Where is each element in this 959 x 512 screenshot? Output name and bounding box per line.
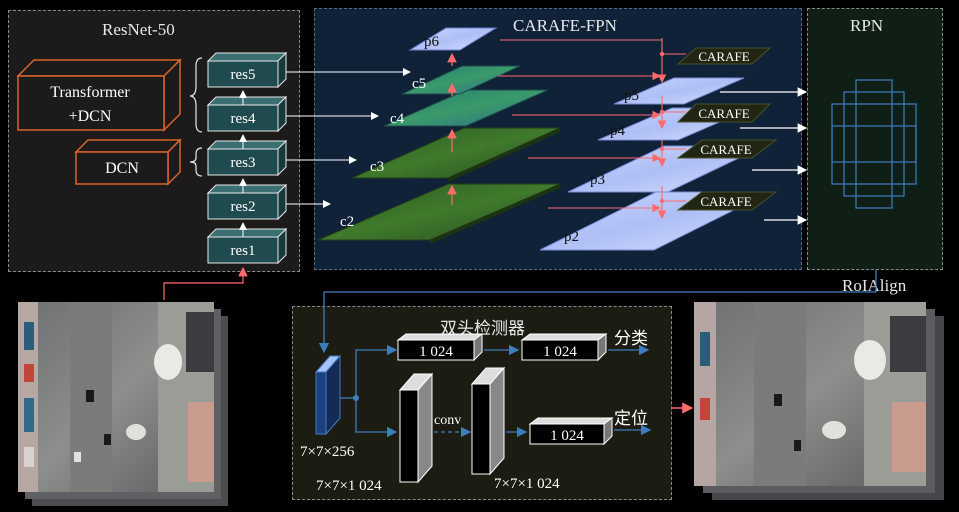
res2-label: res2 xyxy=(231,199,256,215)
brace-upper xyxy=(189,57,203,133)
res1-block: res1 xyxy=(206,227,288,265)
roi-feature-block xyxy=(314,354,342,436)
fpn-title: CARAFE-FPN xyxy=(513,16,617,35)
svg-text:DCN: DCN xyxy=(105,160,139,177)
fc3-box: 1 024 xyxy=(528,417,614,446)
rpn-title: RPN xyxy=(850,16,884,35)
c4-layer: c4 xyxy=(383,89,549,127)
svg-text:Transformer: Transformer xyxy=(50,84,130,101)
carafe-box-4: CARAFE xyxy=(659,191,778,211)
svg-text:c4: c4 xyxy=(390,111,405,127)
svg-text:1 024: 1 024 xyxy=(550,428,584,444)
transformer-dcn-box: Transformer +DCN xyxy=(16,58,182,132)
rpn-anchor-boxes xyxy=(831,79,917,209)
detector-title: 双头检测器 xyxy=(440,319,525,338)
c2-layer: c2 xyxy=(317,183,561,244)
svg-text:c3: c3 xyxy=(370,159,384,175)
output-aerial-image-stack xyxy=(694,302,944,500)
locate-label: 定位 xyxy=(614,409,648,428)
svg-text:1 024: 1 024 xyxy=(543,344,577,360)
fc2-box: 1 024 xyxy=(520,333,608,362)
res3-block: res3 xyxy=(206,139,288,177)
svg-text:CARAFE: CARAFE xyxy=(698,49,749,64)
svg-text:CARAFE: CARAFE xyxy=(698,106,749,121)
res3-label: res3 xyxy=(231,155,256,171)
p5-layer: p5 xyxy=(613,77,745,105)
carafe-box-3: CARAFE xyxy=(659,139,778,159)
res4-block: res4 xyxy=(206,95,288,133)
svg-text:p2: p2 xyxy=(564,229,579,245)
svg-text:CARAFE: CARAFE xyxy=(700,194,751,209)
roialign-label: RoIAlign xyxy=(842,276,907,295)
svg-text:p5: p5 xyxy=(624,88,639,104)
conv-out2-label: 7×7×1 024 xyxy=(494,476,560,492)
dcn-box: DCN xyxy=(74,138,182,186)
rpn-panel xyxy=(807,8,943,270)
p6-layer: p6 xyxy=(408,27,498,51)
conv-block-1 xyxy=(398,372,434,484)
res5-block: res5 xyxy=(206,51,288,89)
brace-lower xyxy=(189,147,203,177)
svg-text:CARAFE: CARAFE xyxy=(700,142,751,157)
svg-text:p3: p3 xyxy=(590,172,605,188)
svg-text:1 024: 1 024 xyxy=(419,344,453,360)
input-dim-label: 7×7×256 xyxy=(300,444,355,460)
c5-layer: c5 xyxy=(401,65,521,95)
c3-layer: c3 xyxy=(351,127,561,182)
conv-block-2 xyxy=(470,366,506,476)
classify-label: 分类 xyxy=(614,329,648,348)
svg-text:c2: c2 xyxy=(340,214,354,230)
input-aerial-image-stack xyxy=(18,302,228,506)
svg-text:c5: c5 xyxy=(412,76,426,92)
conv-label: conv xyxy=(434,413,461,428)
res2-block: res2 xyxy=(206,183,288,221)
res5-label: res5 xyxy=(231,67,256,83)
carafe-box-2: CARAFE xyxy=(659,103,772,123)
resnet-title: ResNet-50 xyxy=(102,20,175,39)
conv-out1-label: 7×7×1 024 xyxy=(316,478,382,494)
carafe-box-1: CARAFE xyxy=(659,47,772,65)
fc1-box: 1 024 xyxy=(396,333,484,362)
res1-label: res1 xyxy=(231,243,256,259)
svg-text:+DCN: +DCN xyxy=(69,108,112,125)
svg-text:p6: p6 xyxy=(424,34,440,50)
res4-label: res4 xyxy=(231,111,256,127)
svg-text:p4: p4 xyxy=(610,123,626,139)
